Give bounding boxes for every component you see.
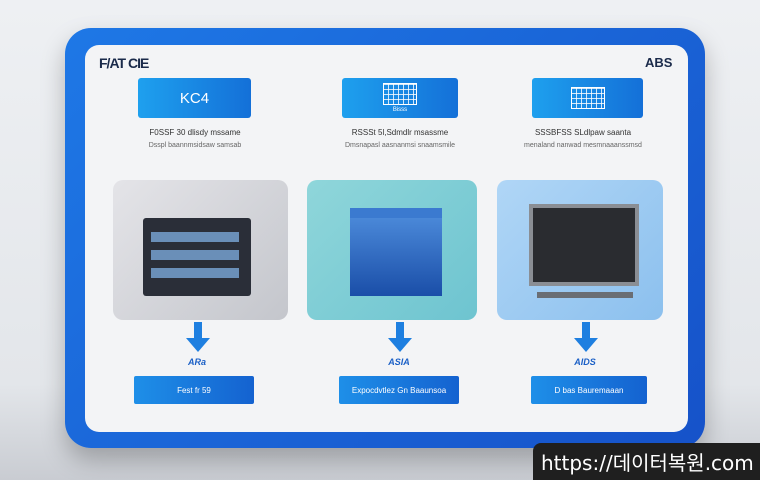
monitor-image [497, 180, 663, 320]
arrow-down-icon [186, 322, 210, 354]
step-1-box-text: KC4 [179, 89, 210, 107]
step-3-desc-text: SSSBFSS SLdlpaw saanta [534, 128, 632, 137]
step-3-header-box [532, 78, 643, 118]
step-2-label: ASIA [388, 357, 410, 367]
arrow-down-icon [574, 322, 598, 354]
step-3-sub-text: menaland nanwad mesmnaaanssmsd [524, 142, 642, 149]
step-2-header-box: Bisss [342, 78, 458, 118]
storage-device-icon [350, 208, 442, 296]
step-1-desc-text: F0SSF 30 dlisdy mssame [149, 128, 241, 137]
page-title: F/AT CIE [99, 55, 149, 71]
step-2-button[interactable]: Expocdvtlez Gn Baaunsoa [339, 376, 459, 404]
step-2-desc-text: RSSSt 5l,Sdmdlr msassme [351, 128, 449, 137]
table-icon [383, 83, 417, 105]
storage-device-image [307, 180, 477, 320]
step-3-label: AIDS [574, 357, 596, 367]
step-2-box-text: Bisss [392, 107, 408, 113]
step-2-sub-text: Dmsnapasl aasnanmsi snaamsmile [344, 142, 456, 149]
server-rack-image [113, 180, 288, 320]
step-3-description: SSSBFSS SLdlpaw saanta menaland nanwad me… [508, 126, 658, 152]
arrow-down-icon [388, 322, 412, 354]
step-1-button[interactable]: Fest fr 59 [134, 376, 254, 404]
monitor-icon [529, 204, 639, 286]
step-1-sub-text: Dsspl baannmsidsaw samsab [148, 142, 242, 149]
watermark: https://데이터복원.com [533, 443, 760, 480]
step-3-button[interactable]: D bas Bauremaaan [531, 376, 647, 404]
header-right-label: ABS [645, 55, 673, 70]
step-1-label: ARa [187, 357, 206, 367]
step-1-header-box: KC4 [138, 78, 251, 118]
server-rack-icon [143, 218, 251, 296]
table-icon [570, 87, 605, 109]
